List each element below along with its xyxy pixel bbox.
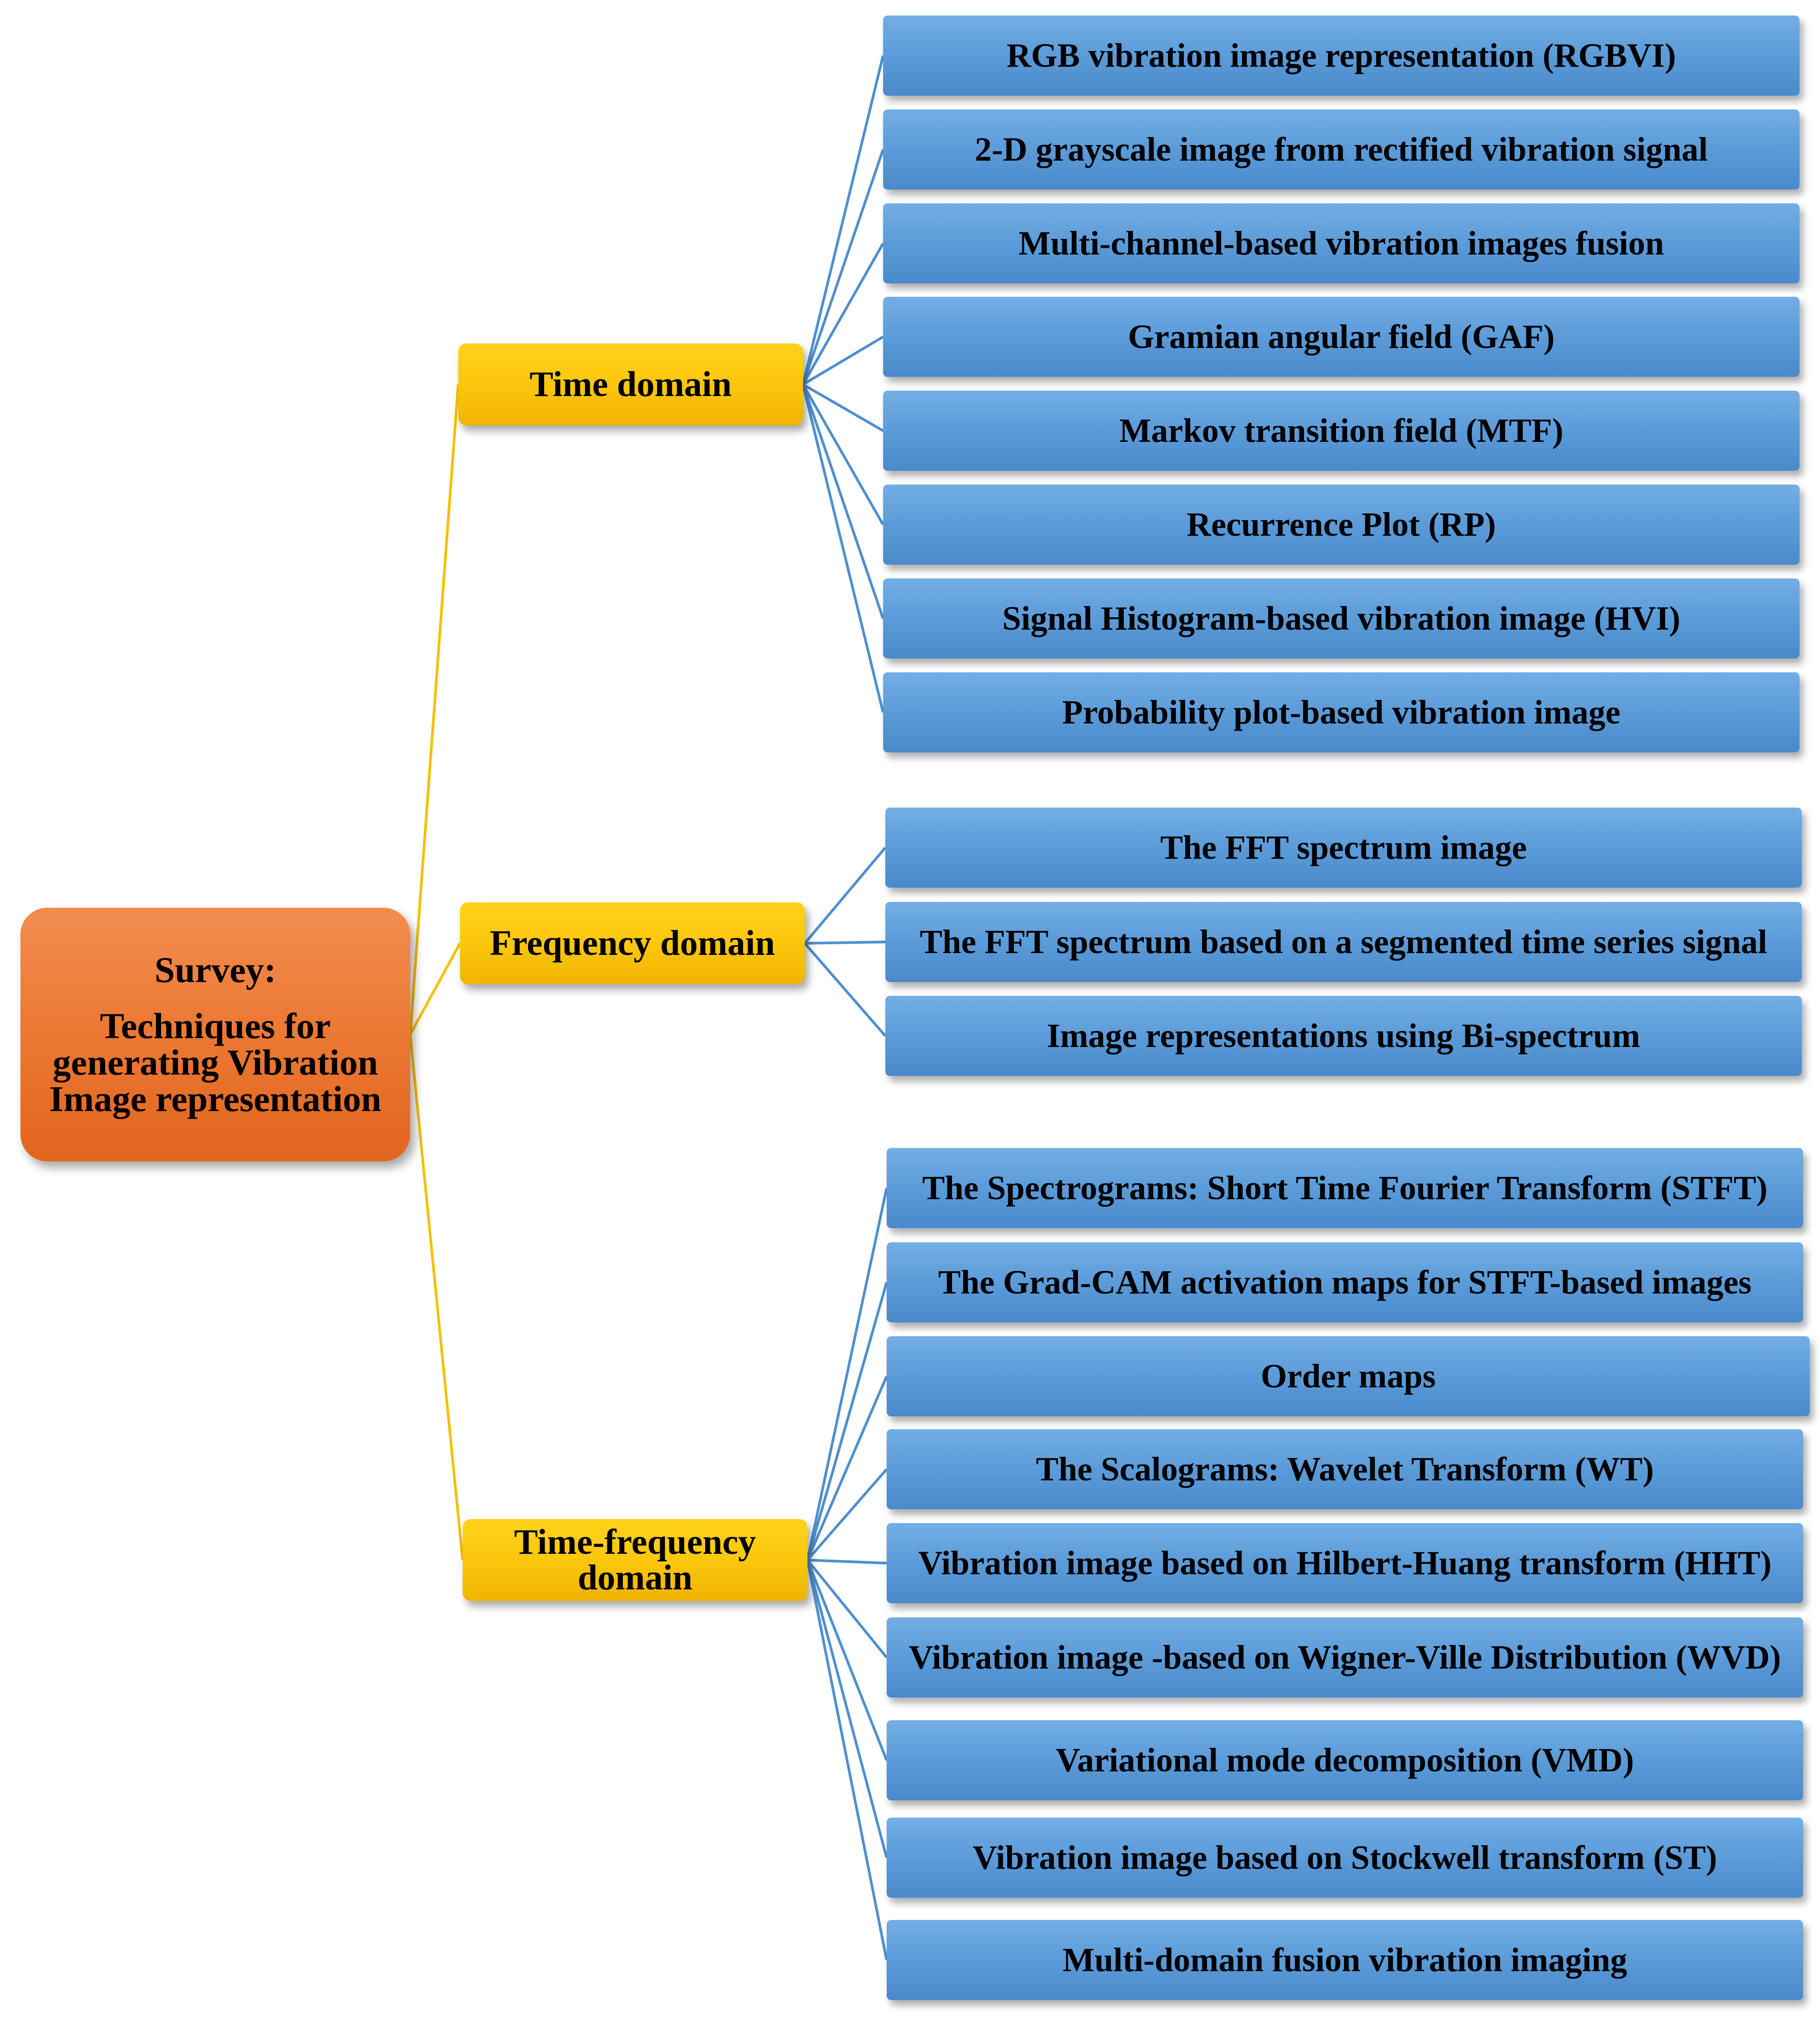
domain-to-leaf-connector — [803, 847, 887, 944]
domain-to-leaf-connector — [802, 243, 884, 385]
leaf-label: Probability plot-based vibration image — [1062, 694, 1621, 731]
leaf-label: Vibration image based on Stockwell trans… — [973, 1839, 1717, 1876]
root-subtitle: Techniques for generating Vibration Imag… — [49, 1006, 382, 1119]
domain-to-leaf-connector — [803, 942, 887, 1037]
domain-to-leaf-connector — [802, 335, 884, 386]
leaf-label: RGB vibration image representation (RGBV… — [1006, 37, 1676, 74]
domain-to-leaf-connector — [802, 383, 884, 432]
domain-to-leaf-connector — [806, 1559, 888, 1761]
leaf-node: Vibration image based on Stockwell trans… — [887, 1818, 1803, 1898]
leaf-node: The FFT spectrum based on a segmented ti… — [885, 902, 1802, 982]
root-to-domain-connector — [409, 942, 461, 1035]
leaf-label: Markov transition field (MTF) — [1119, 412, 1564, 449]
domain-node-time-frequency: Time-frequency domain — [463, 1519, 807, 1601]
leaf-node: Image representations using Bi-spectrum — [885, 996, 1802, 1076]
leaf-node: 2-D grayscale image from rectified vibra… — [883, 109, 1800, 190]
leaf-node: The Grad-CAM activation maps for STFT-ba… — [887, 1242, 1803, 1322]
domain-node-time: Time domain — [458, 344, 803, 425]
domain-label: Time-frequency domain — [514, 1523, 756, 1597]
leaf-node: RGB vibration image representation (RGBV… — [883, 16, 1800, 96]
leaf-label: The Spectrograms: Short Time Fourier Tra… — [922, 1169, 1768, 1207]
leaf-node: The Scalograms: Wavelet Transform (WT) — [887, 1429, 1803, 1509]
leaf-label: Vibration image based on Hilbert-Huang t… — [918, 1544, 1772, 1582]
domain-to-leaf-connector — [806, 1375, 888, 1561]
leaf-label: Variational mode decomposition (VMD) — [1056, 1742, 1634, 1779]
domain-to-leaf-connector — [802, 55, 884, 385]
leaf-label: Vibration image -based on Wigner-Ville D… — [908, 1639, 1781, 1676]
leaf-label: 2-D grayscale image from rectified vibra… — [975, 131, 1708, 168]
leaf-node: Gramian angular field (GAF) — [883, 297, 1800, 377]
leaf-label: The FFT spectrum image — [1160, 829, 1527, 866]
leaf-label: Multi-domain fusion vibration imaging — [1062, 1941, 1627, 1979]
domain-to-leaf-connector — [804, 941, 886, 945]
domain-to-leaf-connector — [802, 384, 884, 619]
domain-label: Time domain — [529, 365, 732, 404]
leaf-label: Signal Histogram-based vibration image (… — [1002, 600, 1681, 637]
leaf-node: Order maps — [887, 1336, 1810, 1416]
leaf-node: Probability plot-based vibration image — [883, 672, 1800, 752]
domain-label: Frequency domain — [490, 924, 775, 963]
domain-to-leaf-connector — [806, 1560, 888, 1960]
leaf-label: Gramian angular field (GAF) — [1128, 318, 1555, 356]
leaf-label: Order maps — [1260, 1358, 1436, 1395]
domain-to-leaf-connector — [802, 384, 884, 713]
leaf-label: Image representations using Bi-spectrum — [1047, 1017, 1640, 1055]
leaf-node: The FFT spectrum image — [885, 808, 1802, 888]
domain-to-leaf-connector — [806, 1188, 888, 1560]
root-node: Survey: Techniques for generating Vibrat… — [20, 908, 410, 1161]
root-to-domain-connector — [409, 384, 460, 1035]
domain-to-leaf-connector — [806, 1282, 888, 1560]
domain-node-frequency: Frequency domain — [460, 902, 805, 984]
leaf-label: The FFT spectrum based on a segmented ti… — [920, 923, 1768, 961]
root-to-domain-connector — [409, 1034, 464, 1560]
leaf-label: The Scalograms: Wavelet Transform (WT) — [1036, 1451, 1654, 1488]
domain-to-leaf-connector — [806, 1560, 888, 1858]
leaf-node: Signal Histogram-based vibration image (… — [883, 578, 1800, 659]
leaf-node: Markov transition field (MTF) — [883, 391, 1800, 471]
leaf-node: Multi-domain fusion vibration imaging — [887, 1920, 1803, 2000]
leaf-node: Multi-channel-based vibration images fus… — [883, 203, 1800, 283]
leaf-node: The Spectrograms: Short Time Fourier Tra… — [887, 1148, 1803, 1228]
leaf-label: The Grad-CAM activation maps for STFT-ba… — [938, 1264, 1752, 1301]
leaf-node: Recurrence Plot (RP) — [883, 485, 1800, 565]
leaf-label: Multi-channel-based vibration images fus… — [1018, 225, 1664, 262]
leaf-node: Vibration image -based on Wigner-Ville D… — [887, 1617, 1803, 1698]
leaf-node: Vibration image based on Hilbert-Huang t… — [887, 1523, 1803, 1603]
domain-to-leaf-connector — [807, 1559, 887, 1564]
domain-to-leaf-connector — [806, 1559, 888, 1658]
domain-to-leaf-connector — [802, 384, 884, 525]
domain-to-leaf-connector — [806, 1468, 888, 1561]
root-title: Survey: — [154, 950, 276, 990]
leaf-label: Recurrence Plot (RP) — [1186, 506, 1496, 543]
domain-to-leaf-connector — [802, 149, 884, 385]
leaf-node: Variational mode decomposition (VMD) — [887, 1720, 1803, 1800]
